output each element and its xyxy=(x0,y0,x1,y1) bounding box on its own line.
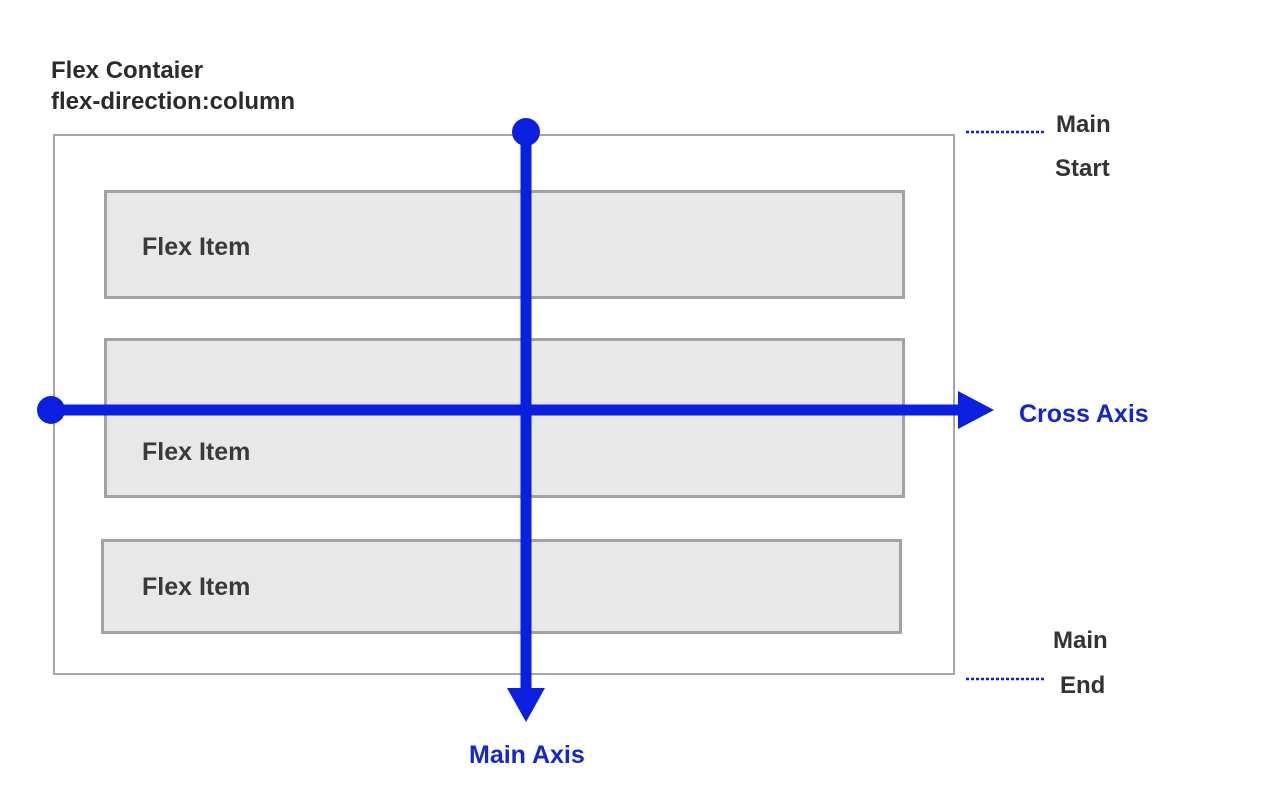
container-title: Flex Contaier xyxy=(51,57,204,84)
main-start-label-line2: Start xyxy=(1055,155,1110,182)
flex-item-2 xyxy=(104,338,905,498)
main-axis-arrowhead xyxy=(507,688,545,722)
flex-item-3 xyxy=(101,539,902,634)
cross-axis-label: Cross Axis xyxy=(1019,400,1149,428)
main-axis-start-dot xyxy=(512,118,540,146)
main-axis-label: Main Axis xyxy=(469,741,585,769)
main-end-label-line2: End xyxy=(1060,672,1106,699)
flex-item-1-label: Flex Item xyxy=(142,233,251,261)
cross-axis-start-dot xyxy=(37,396,65,424)
flex-item-1 xyxy=(104,190,905,299)
container-subtitle: flex-direction:column xyxy=(51,88,296,115)
main-start-label-line1: Main xyxy=(1056,111,1111,138)
flex-item-2-label: Flex Item xyxy=(142,438,251,466)
main-end-label-line1: Main xyxy=(1053,627,1108,654)
flex-item-3-label: Flex Item xyxy=(142,573,251,601)
cross-axis-arrowhead xyxy=(958,391,994,429)
